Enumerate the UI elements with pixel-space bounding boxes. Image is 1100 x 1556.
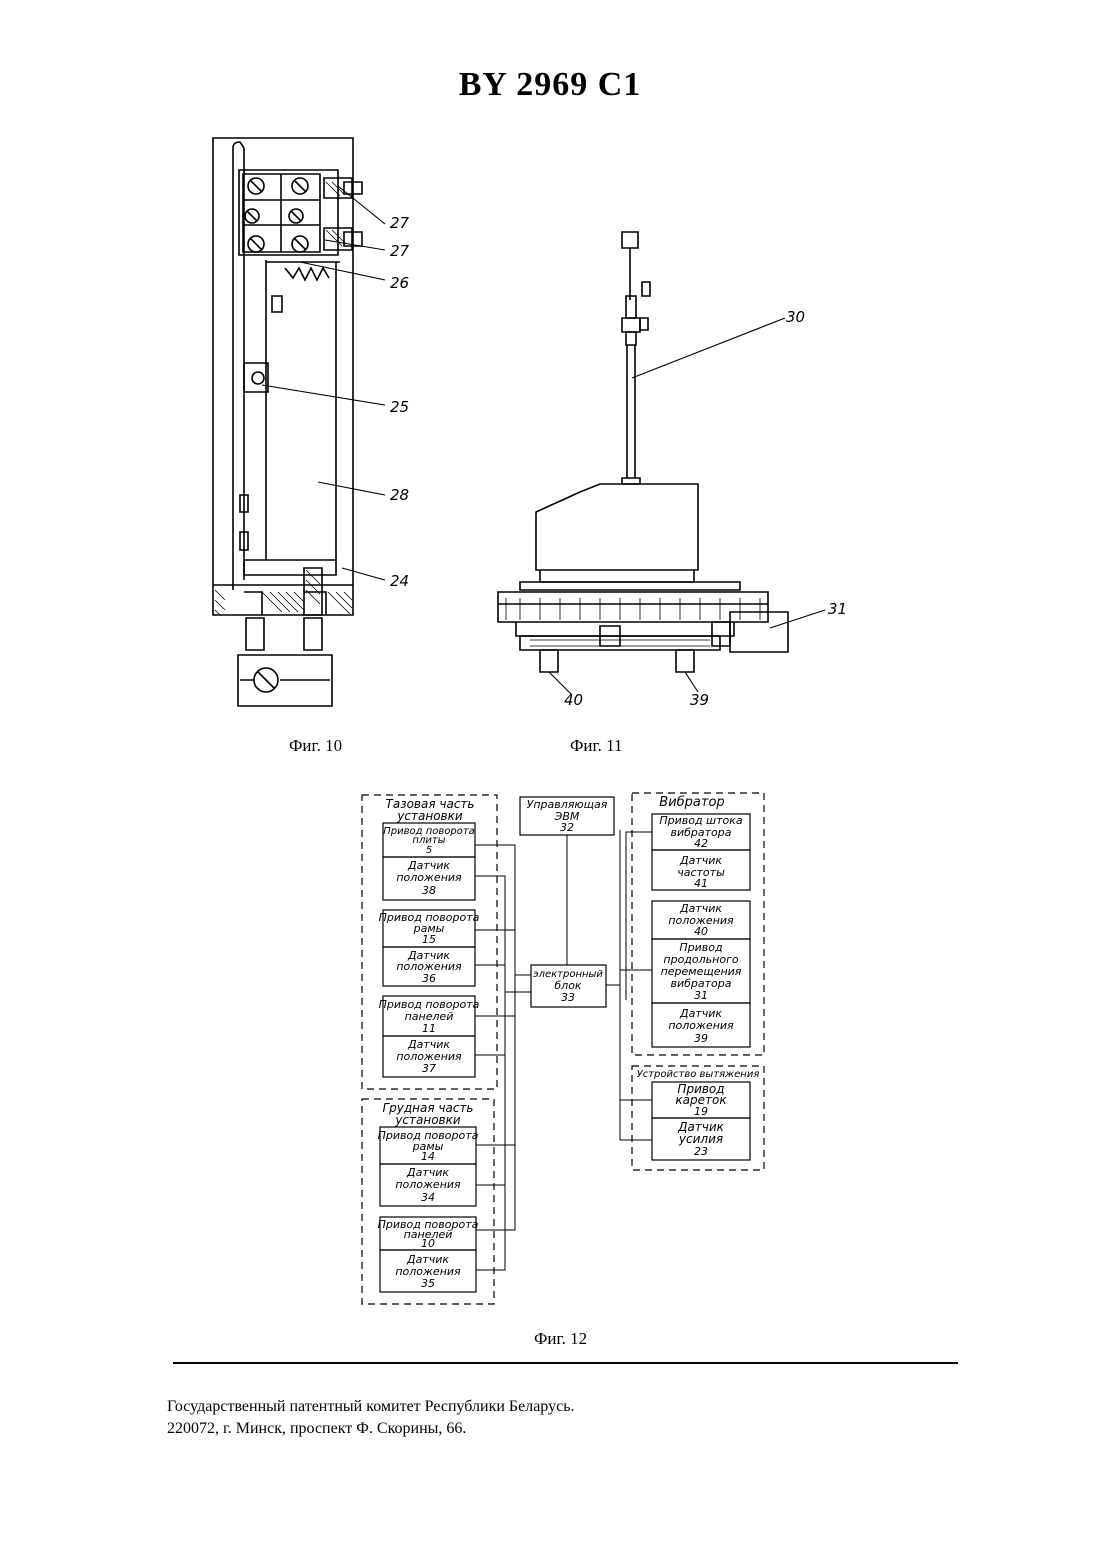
block-35-number: 35 — [421, 1277, 435, 1290]
block-39-line2: положения — [668, 1019, 734, 1032]
block-41-number: 41 — [694, 877, 708, 890]
block-42-number: 42 — [694, 837, 708, 850]
fig11-label-39: 39 — [690, 691, 709, 709]
pelvic-group-title-line2: установки — [396, 809, 463, 823]
footer: Государственный патентный комитет Респуб… — [167, 1396, 575, 1440]
block-10-number: 10 — [421, 1237, 435, 1250]
electronic-block-number: 33 — [561, 991, 575, 1004]
computer-number: 32 — [560, 821, 574, 834]
block-36-number: 36 — [422, 972, 436, 985]
fig11-label-30: 30 — [786, 308, 805, 326]
block-38-line2: положения — [396, 871, 462, 884]
block-23-number: 23 — [694, 1145, 708, 1158]
figure-11-caption: Фиг. 11 — [570, 736, 622, 756]
computer-block: Управляющая ЭВМ 32 — [527, 798, 608, 834]
fig10-label-28: 28 — [390, 486, 409, 504]
footer-line-2: 220072, г. Минск, проспект Ф. Скорины, 6… — [167, 1418, 575, 1440]
vibrator-group-title: Вибратор — [659, 795, 724, 810]
block-19-number: 19 — [694, 1105, 708, 1118]
fig11-label-31: 31 — [828, 600, 847, 618]
figure-12-block-diagram: Тазовая часть установки Привод поворота … — [350, 785, 780, 1310]
figure-11-drawing: 30 31 40 39 — [490, 220, 860, 715]
pelvic-group: Тазовая часть установки Привод поворота … — [379, 797, 480, 1075]
block-15-number: 15 — [422, 933, 436, 946]
figure-12-caption: Фиг. 12 — [534, 1329, 587, 1349]
fig11-label-40: 40 — [564, 691, 583, 709]
block-37-number: 37 — [422, 1062, 436, 1075]
block-11-number: 11 — [422, 1022, 436, 1035]
footer-line-1: Государственный патентный комитет Респуб… — [167, 1396, 575, 1418]
block-14-number: 14 — [421, 1150, 435, 1163]
block-34-number: 34 — [421, 1191, 435, 1204]
figure-10-drawing: 27 27 26 25 28 24 — [200, 130, 430, 720]
fig10-label-27b: 27 — [390, 242, 410, 260]
block-31-number: 31 — [694, 989, 708, 1002]
figure-10-caption: Фиг. 10 — [289, 736, 342, 756]
fig10-label-26: 26 — [390, 274, 409, 292]
vibrator-group: Вибратор Привод штока вибратора 42 Датчи… — [659, 795, 743, 1045]
block-40-number: 40 — [694, 925, 708, 938]
document-number: BY 2969 C1 — [0, 66, 1100, 104]
block-34-line2: положения — [395, 1178, 461, 1191]
fig10-label-27a: 27 — [390, 214, 410, 232]
chest-group: Грудная часть установки Привод поворота … — [378, 1101, 479, 1290]
fig10-label-24: 24 — [390, 572, 409, 590]
block-5-number: 5 — [426, 845, 432, 856]
chest-group-title-line2: установки — [394, 1113, 461, 1127]
block-38-number: 38 — [422, 884, 436, 897]
traction-group-title: Устройство вытяжения — [637, 1069, 760, 1080]
electronic-block: электронный блок 33 — [533, 969, 603, 1004]
block-39-number: 39 — [694, 1032, 708, 1045]
block-23-line2: усилия — [678, 1132, 723, 1146]
footer-divider — [173, 1362, 958, 1364]
fig10-label-25: 25 — [390, 398, 409, 416]
